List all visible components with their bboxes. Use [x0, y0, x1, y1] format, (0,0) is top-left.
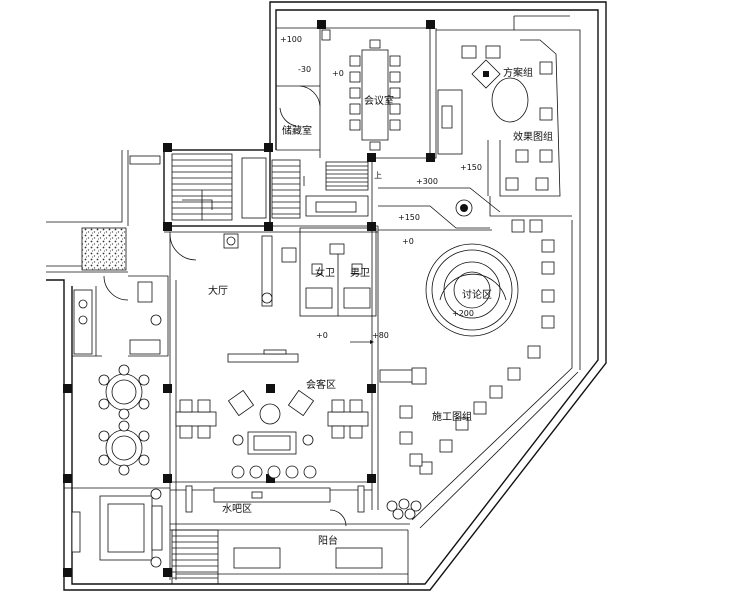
room-label-effect-group: 效果图组: [513, 130, 553, 143]
structural-columns: [63, 20, 435, 577]
discussion-platform: [425, 199, 519, 337]
level-label: +200: [452, 309, 474, 318]
level-label: +100: [280, 35, 302, 44]
level-label: +0: [316, 331, 328, 340]
interior-walls: [64, 15, 581, 584]
level-label: +150: [460, 163, 482, 172]
level-label: +0: [402, 237, 414, 246]
lobby-furniture: [223, 233, 299, 363]
level-arrows: [303, 176, 374, 344]
round-dining-tables: [98, 364, 150, 476]
room-label-construction-group: 施工图组: [432, 410, 472, 423]
main-staircase: [171, 153, 267, 221]
secondary-stairs: [271, 159, 369, 219]
scheme-group-furniture: [461, 39, 561, 197]
room-label-lobby: 大厅: [208, 284, 228, 297]
room-label-male-wc: 男卫: [350, 267, 370, 279]
room-label-female-wc: 女卫: [315, 266, 335, 279]
room-label-balcony: 阳台: [318, 534, 338, 547]
level-label: +80: [372, 331, 389, 340]
room-label-scheme-group: 方案组: [503, 66, 533, 79]
south-entrance-steps: [171, 529, 219, 585]
discussion-chairs: [419, 219, 555, 475]
stair-up-label: 上: [374, 171, 382, 180]
restroom-fixtures: [129, 243, 371, 355]
level-label: +300: [416, 177, 438, 186]
room-label-storage: 储藏室: [282, 124, 312, 137]
gravel-bed: [81, 227, 127, 271]
balcony-planters: [233, 547, 383, 569]
level-label: +150: [398, 213, 420, 222]
room-label-reception: 会客区: [306, 378, 336, 391]
reception-seating: [175, 389, 369, 479]
construction-group-furniture: [379, 367, 427, 520]
kitchenette: [73, 155, 161, 355]
water-bar-counter: [185, 485, 365, 513]
door-swings: [103, 85, 347, 527]
room-label-water-bar: 水吧区: [222, 503, 252, 515]
room-label-discussion: 讨论区: [462, 288, 492, 301]
exterior-walls: [46, 1, 607, 591]
lounge-bed: [71, 488, 163, 568]
meeting-table-group: [321, 29, 463, 155]
room-label-meeting: 会议室: [364, 94, 394, 107]
level-label: +0: [332, 69, 344, 78]
level-label: -30: [298, 65, 311, 74]
